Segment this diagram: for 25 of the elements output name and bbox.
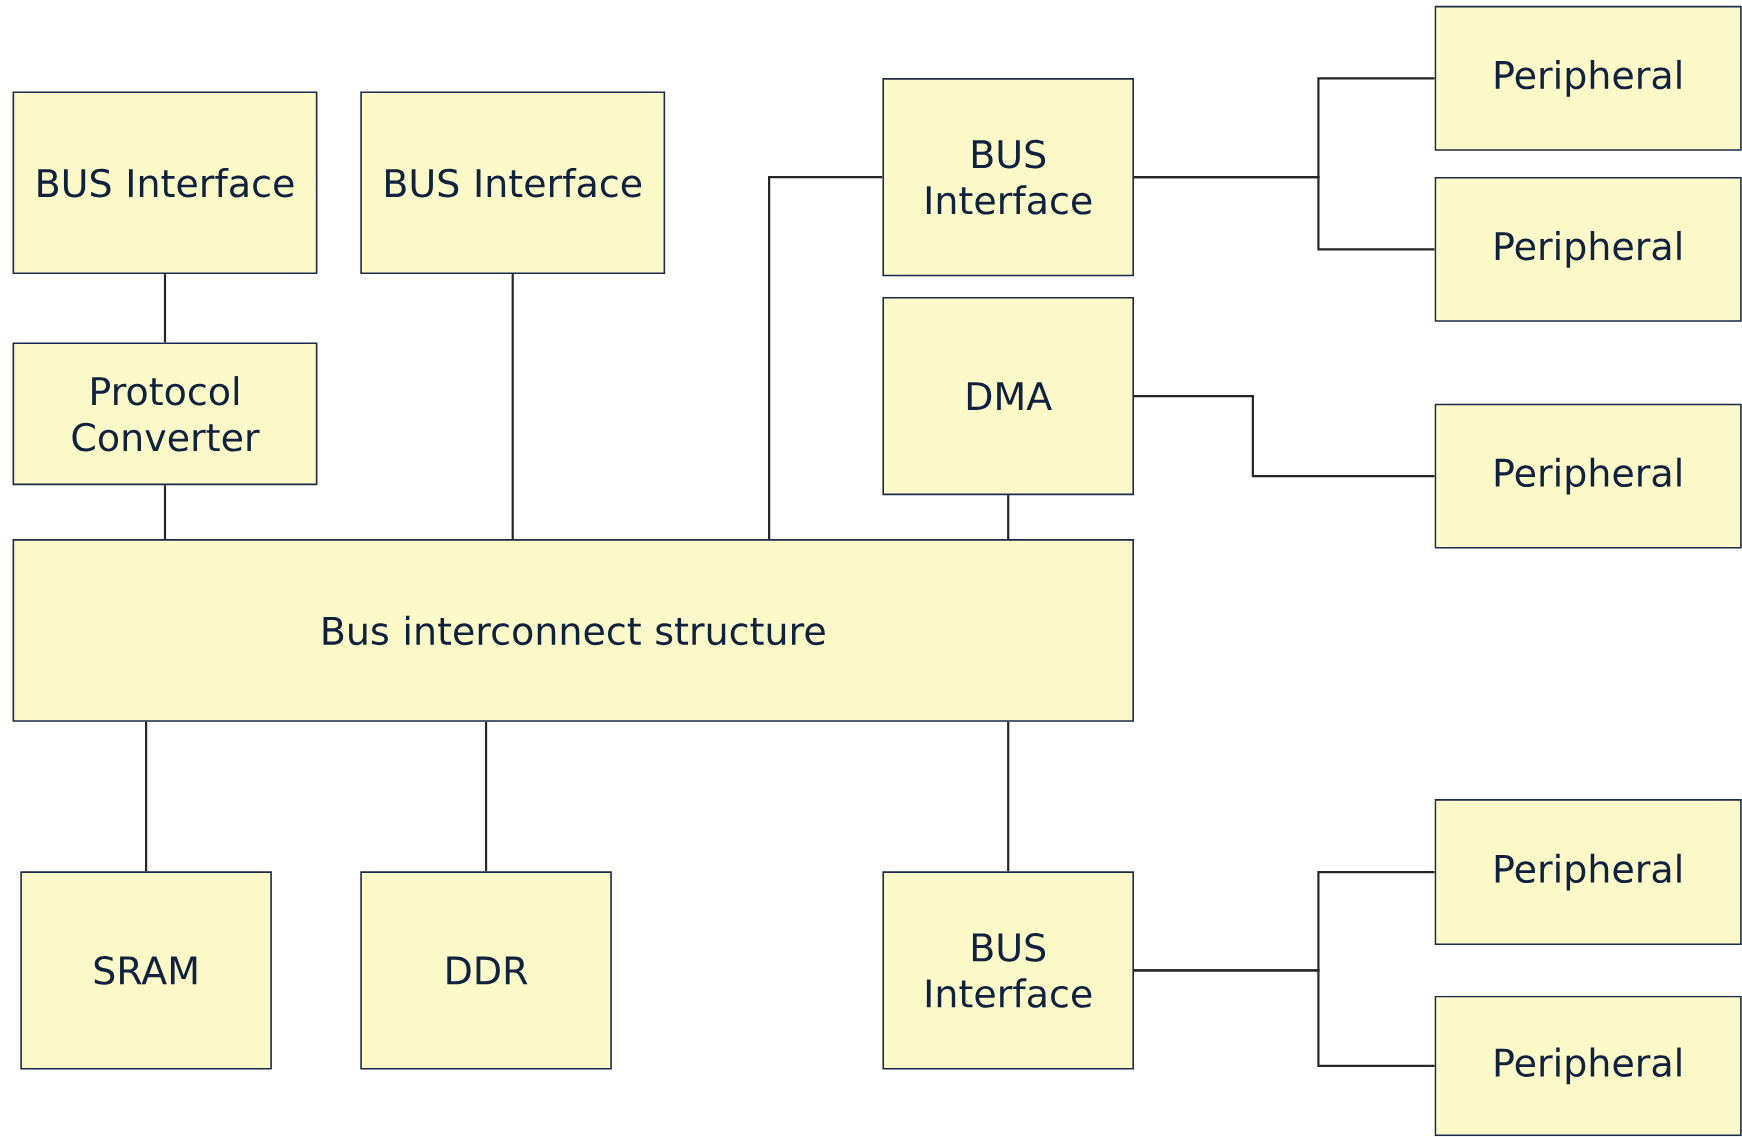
connector-line [163, 485, 167, 540]
component-box: BUS Interface [12, 91, 318, 275]
component-box: Peripheral [1434, 995, 1742, 1137]
component-box: Protocol Converter [12, 342, 318, 486]
component-box: Peripheral [1434, 799, 1742, 946]
component-box: Peripheral [1434, 403, 1742, 549]
component-box: DDR [360, 871, 612, 1070]
component-box: BUS Interface [360, 91, 666, 275]
connector-line [484, 721, 488, 872]
component-box: Peripheral [1434, 176, 1742, 322]
connector-line [1134, 176, 1435, 251]
component-box: Peripheral [1434, 5, 1742, 151]
connector-line [163, 274, 167, 343]
component-box: DMA [882, 296, 1134, 496]
component-box: BUS Interface [882, 78, 1134, 277]
component-box: BUS Interface [882, 871, 1134, 1070]
connector-line [145, 721, 148, 872]
connector-line [511, 274, 514, 540]
component-box: SRAM [20, 871, 272, 1070]
connector-line [768, 176, 883, 540]
connector-line [1007, 721, 1010, 872]
connector-line [1134, 969, 1435, 1068]
connector-line [1134, 394, 1435, 478]
connector-line [1007, 495, 1010, 540]
component-box: Bus interconnect structure [12, 539, 1134, 722]
